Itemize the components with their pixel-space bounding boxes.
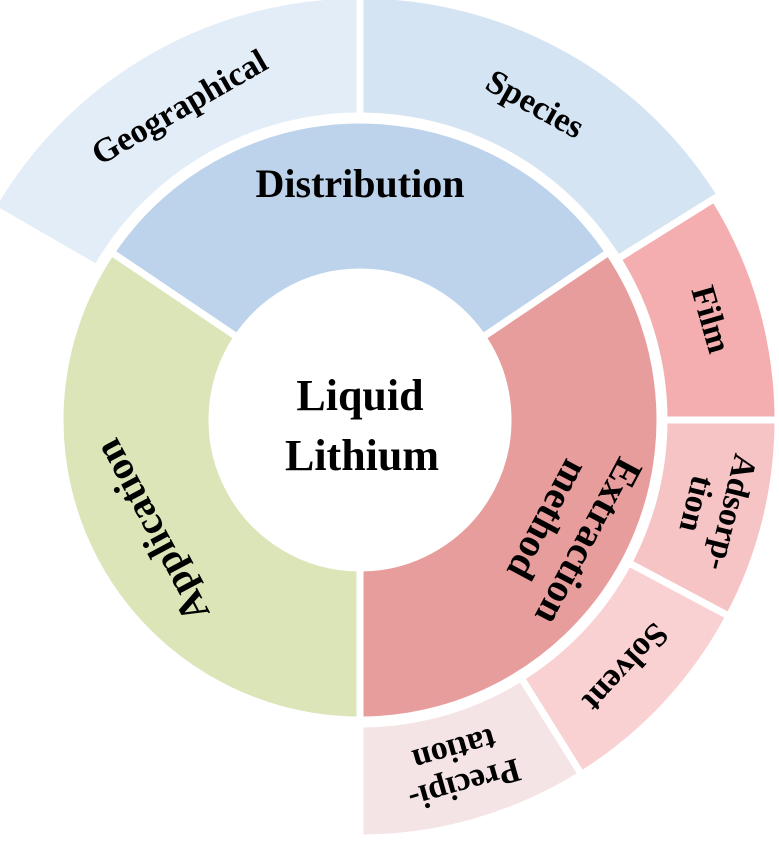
inner-label-distribution: Distribution: [256, 161, 465, 206]
center-title-line1: Liquid: [296, 371, 423, 420]
outer-segment-geographical: [0, 0, 364, 273]
outer-segment-precipitation: [356, 672, 587, 842]
inner-label-distribution-line-1: Distribution: [256, 161, 465, 206]
center-title-line2: Lithium: [285, 431, 439, 480]
outer-segment-species: [356, 0, 726, 264]
center-circle: [212, 272, 508, 568]
